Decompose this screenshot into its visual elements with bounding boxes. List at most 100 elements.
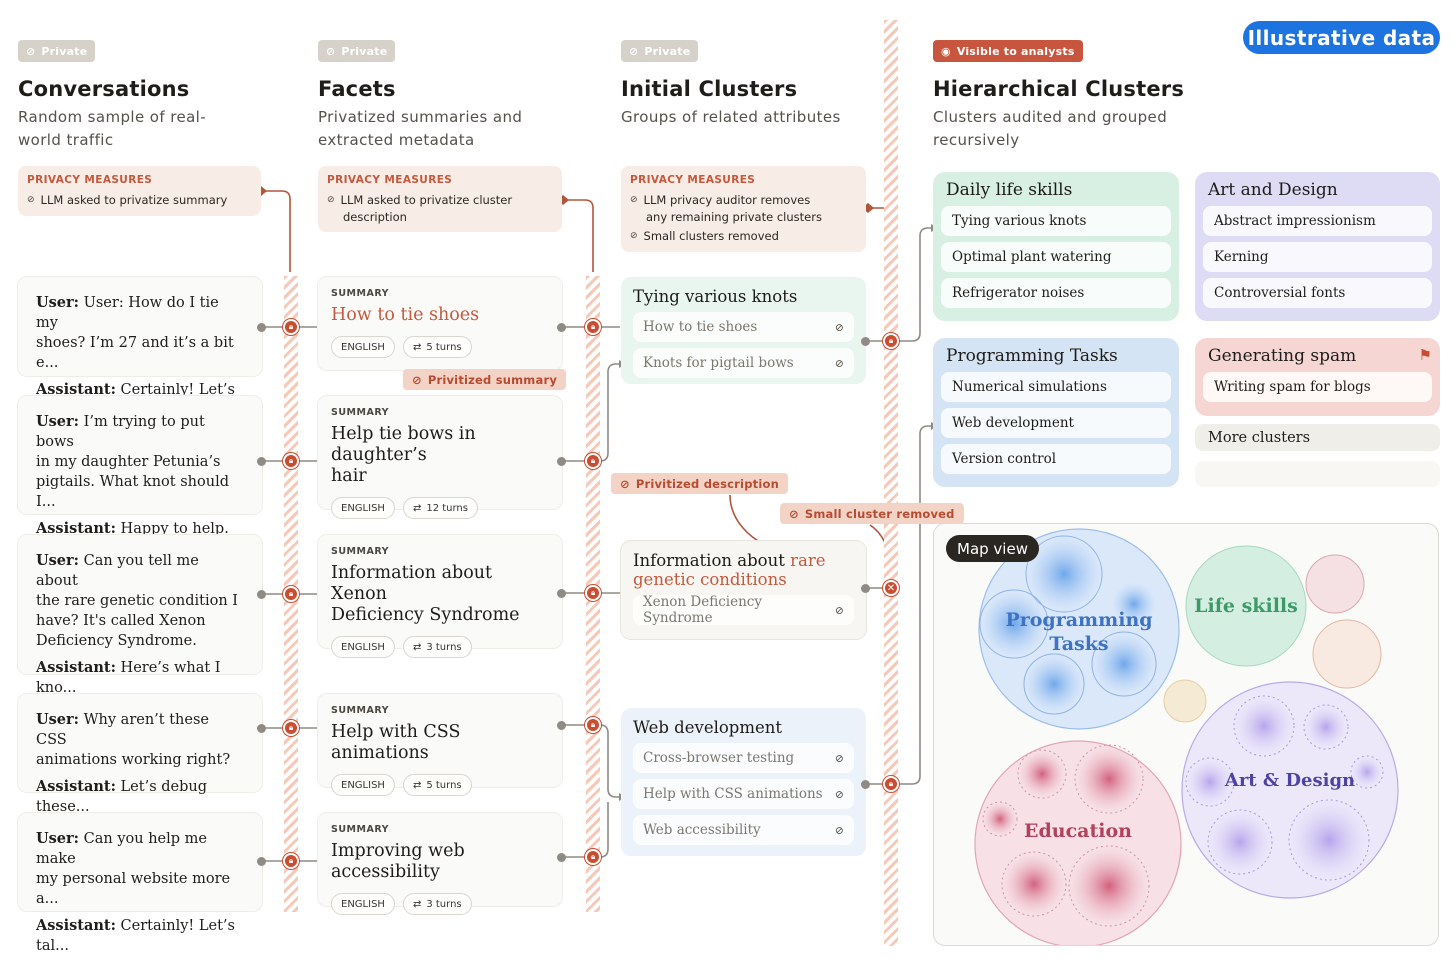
lock-icon: 🔒︎: [585, 717, 601, 733]
turns-pill: ⇄5 turns: [402, 336, 472, 358]
facet-card[interactable]: SUMMARY Improving web accessibility ENGL…: [318, 813, 562, 915]
eye-slash-icon: ⊘: [629, 44, 639, 58]
language-pill: ENGLISH: [331, 497, 395, 519]
cluster-item: Web development: [941, 408, 1171, 438]
privitized-description-annotation: ⊘Privitized description: [611, 473, 788, 494]
eye-slash-icon: ⊘: [789, 506, 799, 521]
repeat-icon: ⇄: [412, 641, 422, 653]
language-pill: ENGLISH: [331, 636, 395, 658]
column-title: Conversations: [18, 77, 190, 101]
eye-slash-icon: ⊘: [326, 44, 336, 58]
lock-icon: 🔒︎: [283, 586, 299, 602]
turns-pill: ⇄3 turns: [402, 636, 472, 658]
lock-icon: 🔒︎: [283, 853, 299, 869]
eye-slash-icon: ⊘: [834, 320, 844, 334]
privacy-barrier-stripe: [884, 20, 898, 946]
visible-badge: ◉Visible to analysts: [933, 40, 1083, 62]
eye-slash-icon: ⊘: [834, 823, 844, 837]
lock-icon: 🔒︎: [585, 585, 601, 601]
lock-icon: 🔒︎: [585, 453, 601, 469]
column-title: Initial Clusters: [621, 77, 798, 101]
column-subtitle: Random sample of real-world traffic: [18, 108, 207, 149]
eye-slash-icon: ⊘: [412, 372, 422, 387]
language-pill: ENGLISH: [331, 893, 395, 915]
repeat-icon: ⇄: [412, 779, 422, 791]
private-badge: ⊘Private: [18, 40, 96, 62]
turns-pill: ⇄12 turns: [402, 497, 478, 519]
privacy-measures: PRIVACY MEASURES ⊘LLM asked to privatize…: [18, 166, 261, 216]
repeat-icon: ⇄: [412, 898, 422, 910]
conversation-card[interactable]: User: Can you help me make my personal w…: [18, 813, 262, 954]
cluster-item: Abstract impressionism: [1203, 206, 1432, 236]
initial-cluster-card[interactable]: Web development Cross-browser testing⊘ H…: [621, 708, 866, 856]
connector-dot: [557, 589, 566, 598]
hierarchical-cluster-card[interactable]: Daily life skills Tying various knots Op…: [933, 172, 1179, 321]
hierarchical-cluster-card[interactable]: Generating spam⚑ Writing spam for blogs: [1195, 338, 1440, 416]
conversation-card[interactable]: User: User: How do I tie my shoes? I’m 2…: [18, 277, 262, 418]
cluster-item: Controversial fonts: [1203, 278, 1432, 308]
connector-dot: [257, 457, 266, 466]
map-label-art: Art & Design: [1224, 770, 1356, 791]
column-title: Facets: [318, 77, 396, 101]
eye-slash-icon: ⊘: [630, 195, 638, 205]
removed-x-icon: ✕: [883, 580, 899, 596]
cluster-item: Optimal plant watering: [941, 242, 1171, 272]
eye-slash-icon: ⊘: [27, 195, 35, 205]
connector-dot: [557, 721, 566, 730]
privacy-measures: PRIVACY MEASURES ⊘LLM privacy auditor re…: [621, 166, 866, 252]
eye-slash-icon: ⊘: [620, 476, 630, 491]
more-clusters-button[interactable]: More clusters: [1195, 424, 1440, 451]
column-title: Hierarchical Clusters: [933, 77, 1185, 101]
connector-dot: [257, 323, 266, 332]
connector-dot: [557, 853, 566, 862]
map-view-button[interactable]: Map view: [946, 535, 1039, 562]
lock-icon: 🔒︎: [283, 319, 299, 335]
privitized-summary-annotation: ⊘Privitized summary: [403, 369, 567, 390]
cluster-item: Kerning: [1203, 242, 1432, 272]
cluster-item: Xenon Deficiency Syndrome⊘: [633, 594, 854, 626]
small-cluster-removed-annotation: ⊘Small cluster removed: [780, 503, 964, 524]
eye-slash-icon: ⊘: [834, 356, 844, 370]
language-pill: ENGLISH: [331, 336, 395, 358]
eye-slash-icon: ⊘: [834, 787, 844, 801]
eye-slash-icon: ⊘: [26, 44, 36, 58]
conversation-card[interactable]: User: I’m trying to put bows in my daugh…: [18, 396, 262, 557]
map-label-life-skills: Life skills: [1194, 595, 1298, 617]
eye-slash-icon: ⊘: [834, 751, 844, 765]
cluster-item: Tying various knots: [941, 206, 1171, 236]
facet-card[interactable]: SUMMARY Help with CSS animations ENGLISH…: [318, 694, 562, 796]
language-pill: ENGLISH: [331, 774, 395, 796]
eye-icon: ◉: [941, 44, 951, 58]
cluster-item: Cross-browser testing⊘: [633, 743, 854, 773]
conversation-card[interactable]: User: Can you tell me about the rare gen…: [18, 535, 262, 696]
turns-pill: ⇄3 turns: [402, 893, 472, 915]
lock-icon: 🔒︎: [283, 720, 299, 736]
private-badge: ⊘Private: [621, 40, 699, 62]
lock-icon: 🔒︎: [283, 453, 299, 469]
column-subtitle: Groups of related attributes: [621, 108, 841, 126]
connector-dot: [557, 323, 566, 332]
cluster-item: Refrigerator noises: [941, 278, 1171, 308]
initial-cluster-card[interactable]: Tying various knots How to tie shoes⊘ Kn…: [621, 277, 866, 384]
turns-pill: ⇄5 turns: [402, 774, 472, 796]
conversation-card[interactable]: User: Why aren’t these CSS animations wo…: [18, 694, 262, 815]
facet-card[interactable]: SUMMARY How to tie shoes ENGLISH⇄5 turns: [318, 277, 562, 370]
lock-icon: 🔒︎: [585, 319, 601, 335]
cluster-item: Numerical simulations: [941, 372, 1171, 402]
hierarchical-cluster-card[interactable]: Programming Tasks Numerical simulations …: [933, 338, 1179, 487]
repeat-icon: ⇄: [412, 502, 422, 514]
cluster-item: Web accessibility⊘: [633, 815, 854, 845]
hierarchical-cluster-card[interactable]: Art and Design Abstract impressionism Ke…: [1195, 172, 1440, 321]
connector-dot: [861, 584, 870, 593]
lock-icon: 🔒︎: [883, 776, 899, 792]
connector-dot: [557, 457, 566, 466]
illustrative-data-badge: Illustrative data: [1243, 21, 1440, 54]
cluster-item: Version control: [941, 444, 1171, 474]
